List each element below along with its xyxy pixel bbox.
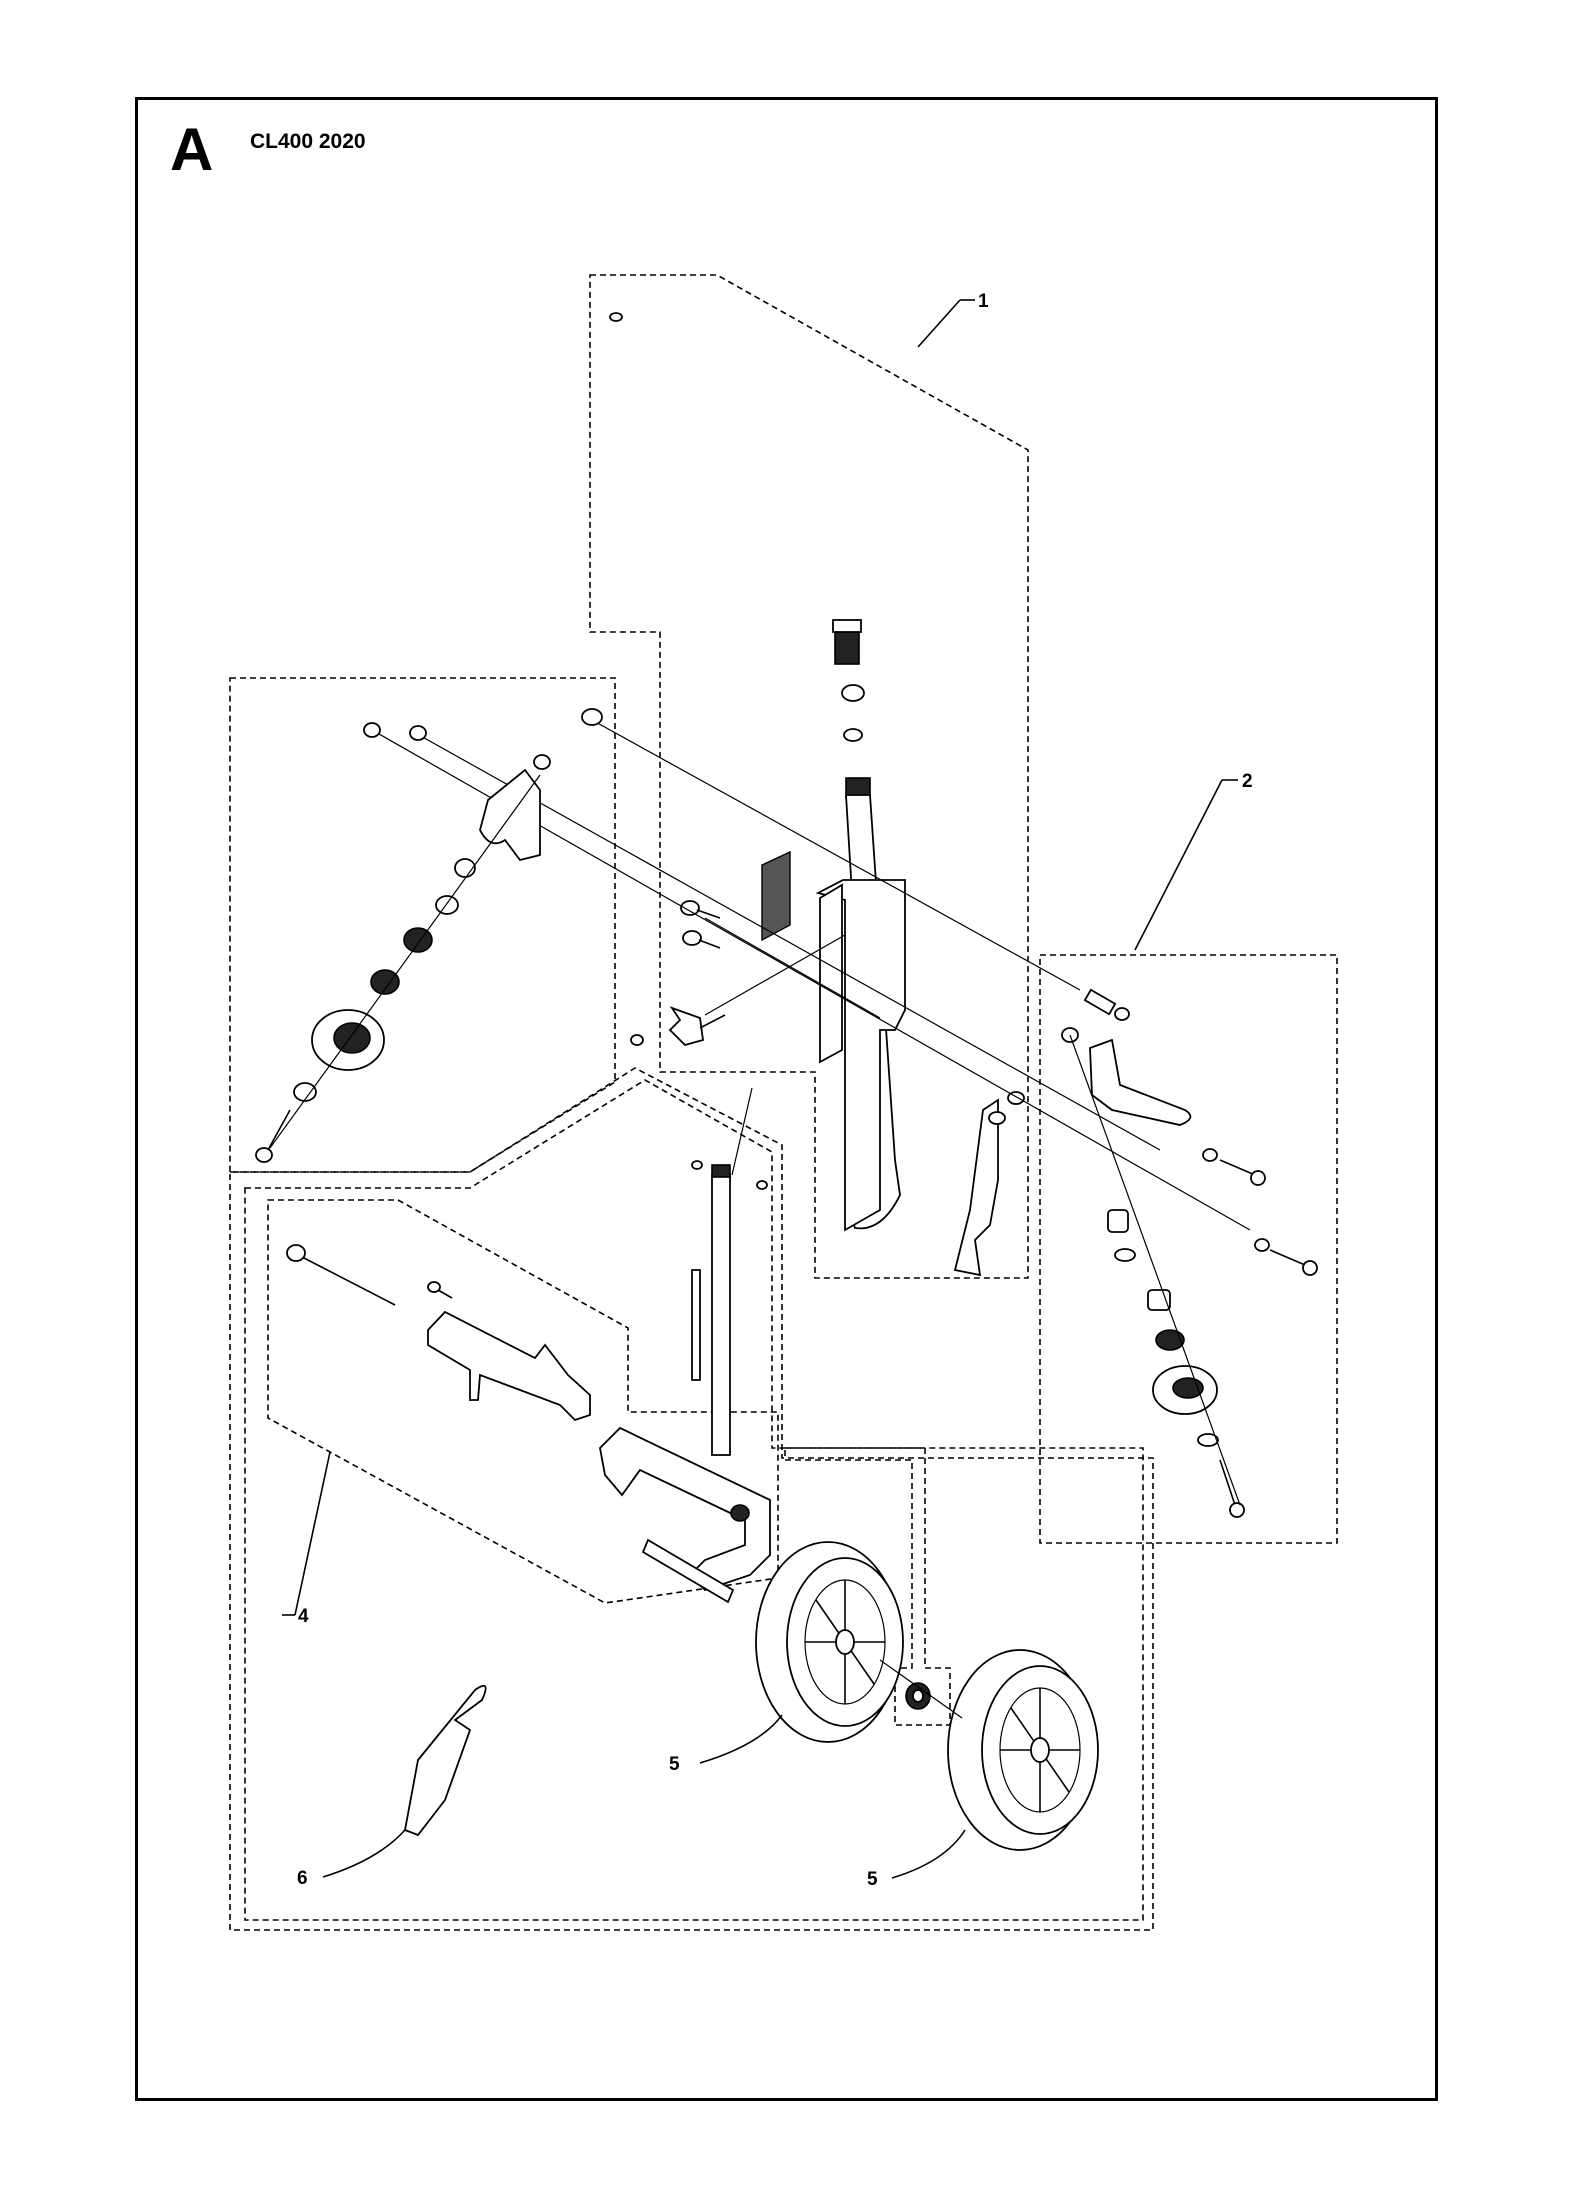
frame-nut bbox=[730, 1504, 750, 1522]
model-code: CL400 2020 bbox=[250, 130, 366, 153]
callout-6: 6 bbox=[297, 1868, 308, 1889]
upright-cap bbox=[711, 1164, 731, 1178]
left-bracket bbox=[479, 768, 541, 862]
fitting-ring bbox=[843, 728, 863, 742]
bearing-1 bbox=[403, 927, 433, 953]
drawing-frame bbox=[135, 97, 1438, 2101]
callout-1: 1 bbox=[978, 291, 989, 312]
callout-1-leader bbox=[917, 299, 961, 348]
fitting-washer bbox=[841, 684, 865, 702]
callout-5b-leader bbox=[891, 1829, 966, 1879]
bracket-plate bbox=[819, 883, 843, 1064]
long-bolt bbox=[286, 1244, 396, 1306]
left-bolt bbox=[255, 1109, 291, 1163]
right-bolt-a bbox=[1219, 1159, 1266, 1186]
group-2-outline bbox=[1039, 954, 1338, 1544]
right-bracket bbox=[1089, 1038, 1192, 1126]
callout-5a-leader bbox=[699, 1714, 783, 1764]
handle-bracket bbox=[815, 879, 906, 1232]
frame-connector bbox=[731, 1087, 753, 1176]
right-washer-2 bbox=[1197, 1433, 1219, 1447]
right-washer-a bbox=[1202, 1148, 1218, 1162]
axle-rod bbox=[641, 1538, 735, 1604]
wheel-front bbox=[755, 1541, 904, 1743]
wheel-washer-hole bbox=[912, 1689, 924, 1703]
wing-knob-stem bbox=[699, 1014, 726, 1029]
left-pulley-hub bbox=[333, 1022, 371, 1054]
callout-4: 4 bbox=[298, 1606, 309, 1627]
hook-tool bbox=[403, 1684, 487, 1837]
top-nut bbox=[581, 708, 603, 726]
cable bbox=[615, 316, 849, 631]
right-spacer-2 bbox=[1147, 1289, 1171, 1311]
group-inner-outline bbox=[244, 1079, 1144, 1921]
upright-screw-l bbox=[691, 1160, 703, 1170]
axis-line-1 bbox=[591, 719, 1081, 991]
axis-line-4 bbox=[704, 917, 881, 1019]
wing-knob bbox=[668, 1006, 704, 1047]
washer-1 bbox=[435, 895, 459, 915]
frame-upright bbox=[711, 1174, 731, 1456]
bolt-left-lower bbox=[682, 930, 721, 949]
bolt-left-upper bbox=[680, 900, 721, 919]
washer-2 bbox=[293, 1082, 317, 1102]
frame-bracket-u bbox=[599, 1426, 771, 1592]
cable-core bbox=[612, 316, 852, 631]
right-washer-b bbox=[1254, 1238, 1270, 1252]
upright-pin bbox=[691, 1269, 701, 1381]
group-washer-outline bbox=[784, 1447, 951, 1726]
wheel-rear bbox=[947, 1649, 1099, 1851]
callout-6-leader bbox=[322, 1829, 406, 1878]
lever-nut-2 bbox=[988, 1111, 1006, 1125]
upright-screw-r bbox=[756, 1180, 768, 1190]
callout-5b: 5 bbox=[867, 1869, 878, 1890]
callout-4-leader bbox=[294, 1451, 331, 1616]
axis-line-5 bbox=[704, 934, 846, 1016]
group-4-outline bbox=[267, 1199, 779, 1604]
group-left-pulley-outline bbox=[229, 677, 616, 1173]
left-bracket-nut bbox=[533, 754, 551, 770]
left-nut-1 bbox=[363, 722, 381, 738]
callout-2: 2 bbox=[1242, 771, 1253, 792]
right-bottom-bolt bbox=[1219, 1459, 1245, 1518]
right-bolt-b bbox=[1269, 1249, 1318, 1276]
bolt-right-upper bbox=[1083, 988, 1130, 1021]
right-pulley-hub bbox=[1172, 1377, 1204, 1399]
small-ring bbox=[630, 1034, 644, 1046]
frame-bracket-left bbox=[427, 1310, 591, 1422]
left-nut-2 bbox=[409, 725, 427, 741]
lever-arm bbox=[953, 1098, 999, 1277]
fitting-nut bbox=[832, 619, 862, 633]
right-bearing bbox=[1155, 1329, 1185, 1351]
small-screw bbox=[427, 1281, 453, 1299]
callout-2-leader bbox=[1134, 779, 1223, 951]
right-axis bbox=[1069, 1034, 1241, 1506]
section-letter: A bbox=[170, 116, 214, 183]
group-1-outline bbox=[589, 274, 1029, 1279]
group-outer-outline bbox=[229, 1067, 1154, 1931]
right-spacer-1 bbox=[1107, 1209, 1129, 1233]
right-washer-1 bbox=[1114, 1248, 1136, 1262]
cable-end bbox=[609, 312, 623, 322]
grip-pad bbox=[761, 850, 791, 942]
bearing-2 bbox=[370, 969, 400, 995]
left-axis bbox=[269, 774, 541, 1149]
callout-5a: 5 bbox=[669, 1754, 680, 1775]
wheel-axis bbox=[879, 1659, 963, 1719]
